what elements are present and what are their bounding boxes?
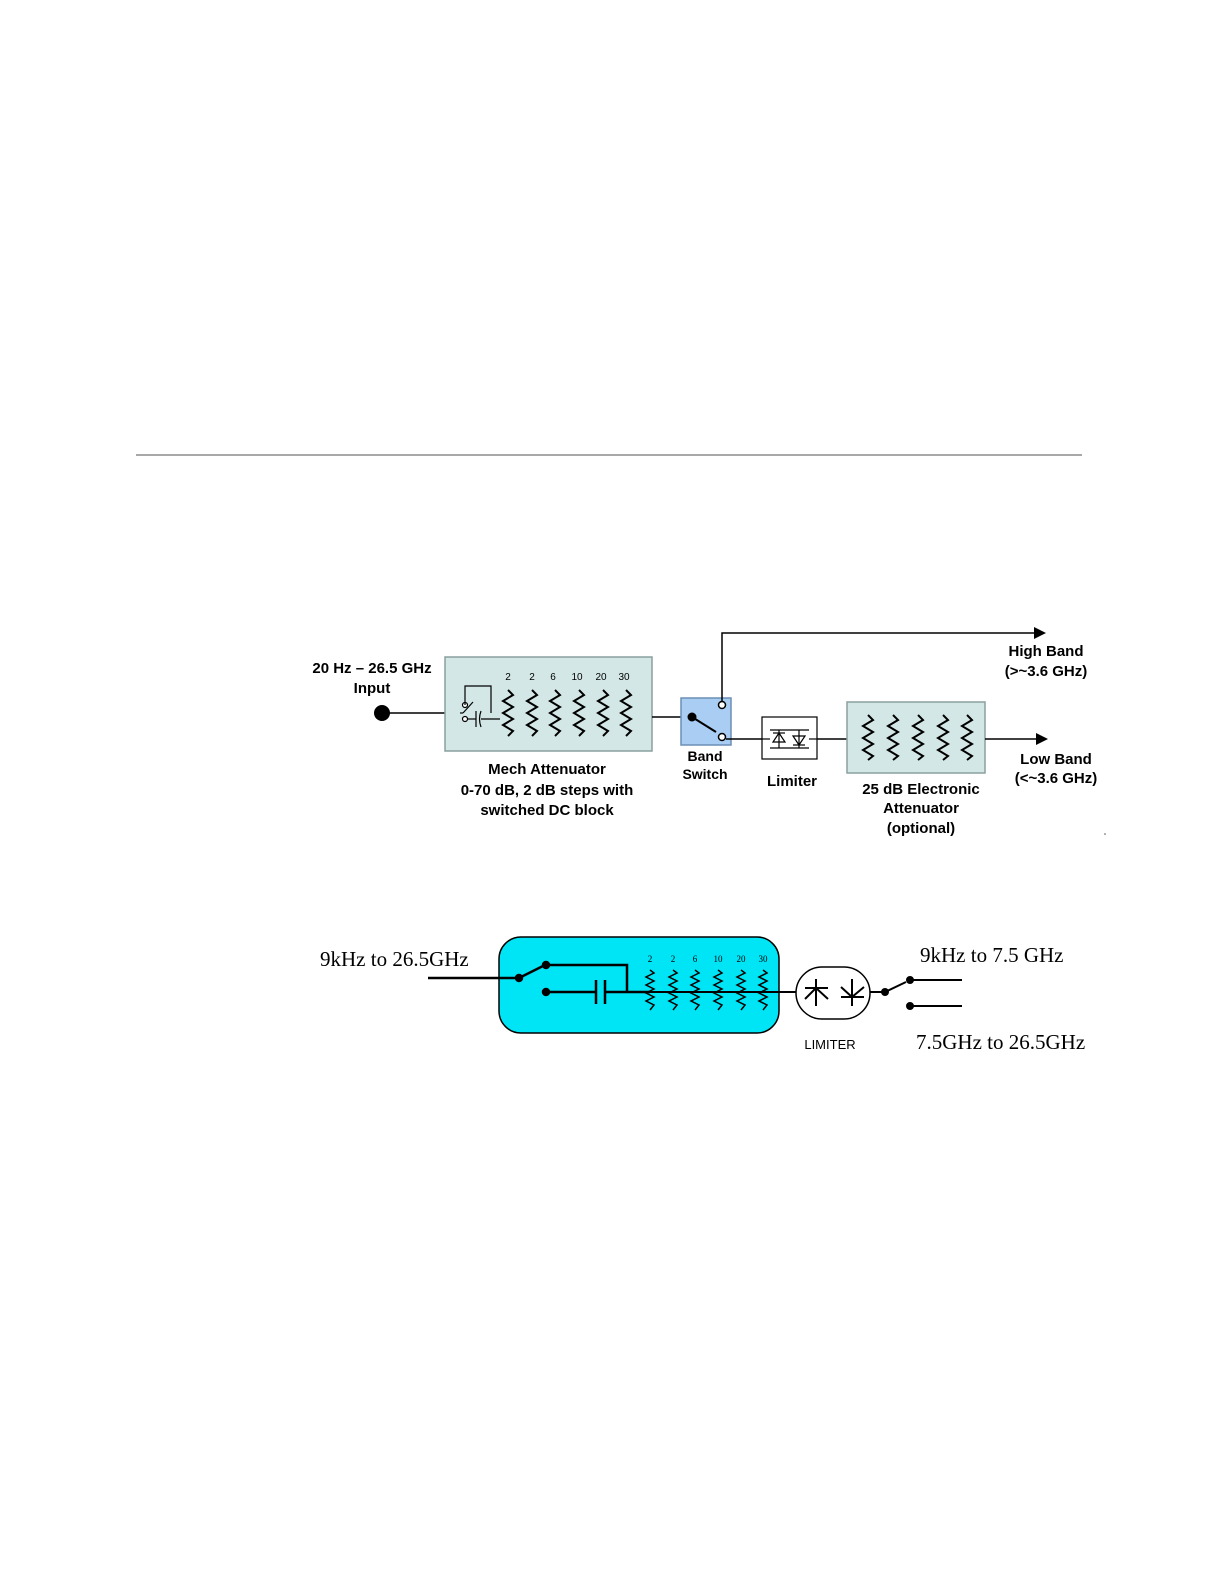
output-lower-label: 7.5GHz to 26.5GHz [916, 1030, 1085, 1054]
diagram-2: 9kHz to 26.5GHz 2 2 6 10 20 30 [320, 937, 1085, 1054]
band-switch-label-line1: Band [688, 748, 723, 764]
input-label-line1: 20 Hz – 26.5 GHz [312, 660, 431, 677]
step-label: 2 [671, 954, 676, 964]
electronic-label-line3: (optional) [887, 820, 955, 837]
diagram-1: 20 Hz – 26.5 GHz Input 2 2 6 10 20 30 [312, 627, 1105, 837]
arrow-right-icon [1034, 627, 1046, 639]
step-label: 10 [714, 954, 724, 964]
low-band-label-line2: (<~3.6 GHz) [1015, 770, 1098, 787]
limiter-label: LIMITER [804, 1037, 855, 1052]
mech-label-line2: 0-70 dB, 2 dB steps with [461, 782, 634, 799]
limiter-box [762, 717, 817, 759]
limiter-box [796, 967, 870, 1019]
arrow-right-icon [1036, 733, 1048, 745]
step-label: 30 [759, 954, 769, 964]
speck [1104, 833, 1106, 835]
mech-step-label: 30 [618, 672, 630, 683]
high-band-label-line2: (>~3.6 GHz) [1005, 663, 1088, 680]
mech-step-label: 6 [550, 672, 556, 683]
mech-step-label: 10 [571, 672, 583, 683]
mech-label-line1: Mech Attenuator [488, 761, 606, 778]
mech-step-label: 20 [595, 672, 607, 683]
electronic-label-line2: Attenuator [883, 800, 959, 817]
band-switch-label-line2: Switch [682, 766, 727, 782]
limiter-label: Limiter [767, 773, 817, 790]
mech-label-line3: switched DC block [480, 802, 614, 819]
mech-step-label: 2 [505, 672, 511, 683]
electronic-label-line1: 25 dB Electronic [862, 781, 980, 798]
step-label: 2 [648, 954, 653, 964]
input-label: 9kHz to 26.5GHz [320, 947, 469, 971]
output-switch [870, 977, 962, 1009]
step-label: 6 [693, 954, 698, 964]
high-band-label-line1: High Band [1009, 643, 1084, 660]
input-label-line2: Input [354, 680, 391, 697]
low-band-label-line1: Low Band [1020, 751, 1092, 768]
output-upper-label: 9kHz to 7.5 GHz [920, 943, 1063, 967]
high-band-wire [722, 633, 1040, 701]
step-label: 20 [737, 954, 747, 964]
mech-step-label: 2 [529, 672, 535, 683]
